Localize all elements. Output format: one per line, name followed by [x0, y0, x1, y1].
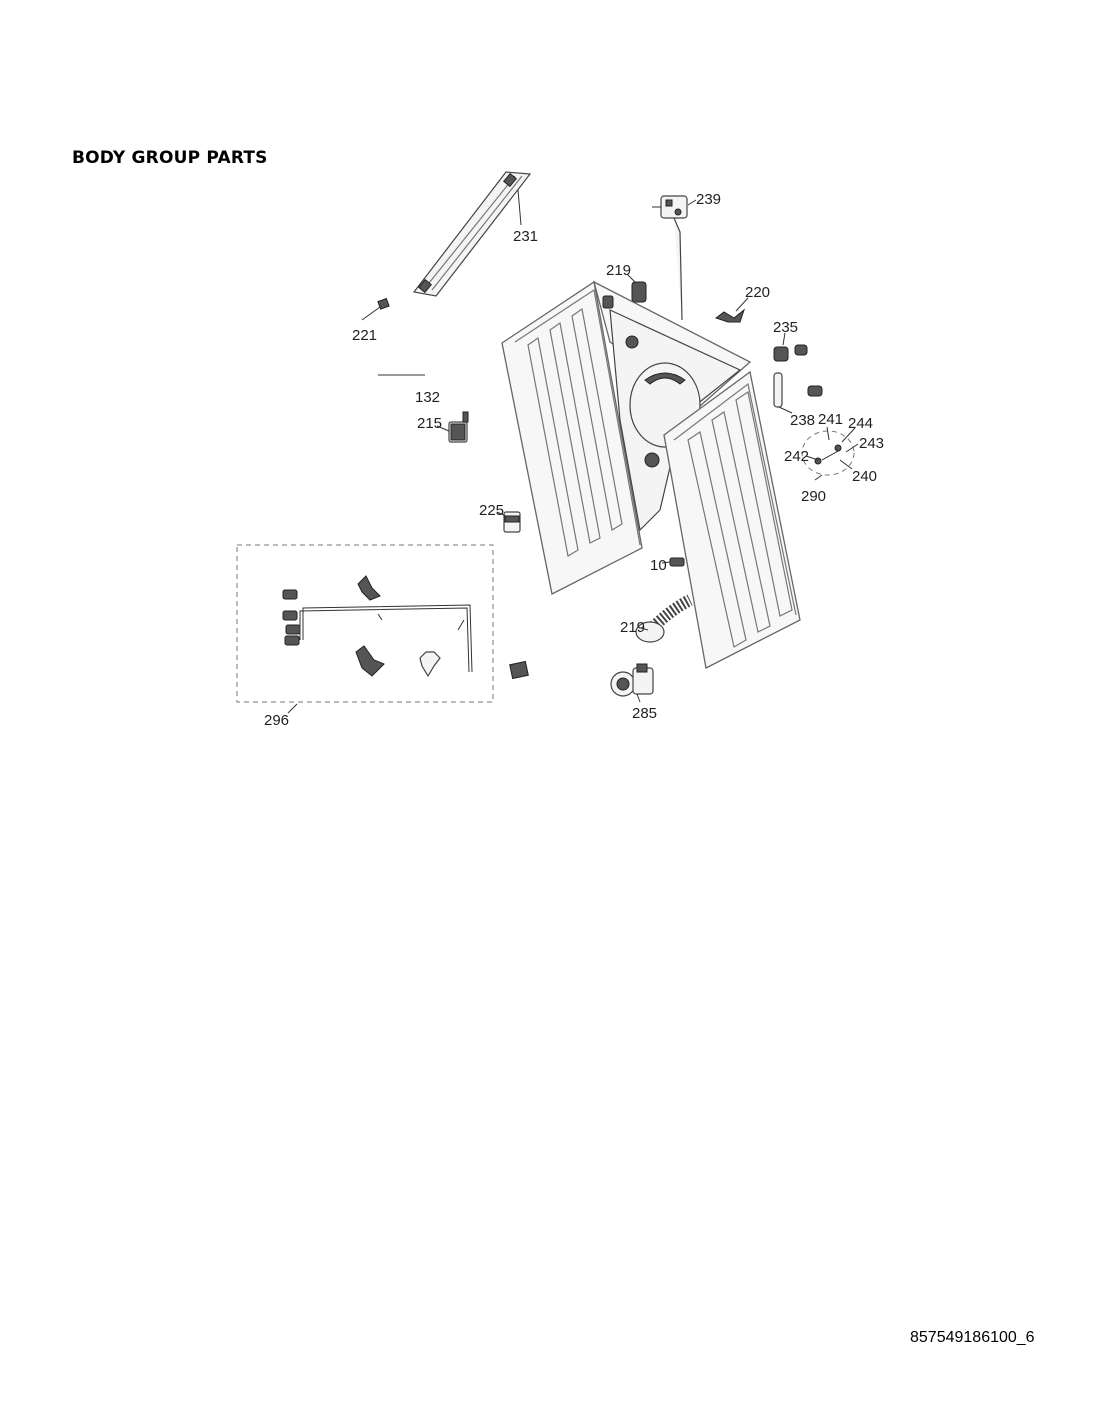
label-240: 240	[852, 468, 877, 485]
part-10-screw	[661, 557, 685, 567]
label-296: 296	[264, 712, 289, 729]
label-244: 244	[848, 415, 873, 432]
label-220: 220	[745, 284, 770, 301]
part-285-drain-pump	[610, 663, 654, 703]
label-221: 221	[352, 327, 377, 344]
document-code: 857549186100_6	[910, 1329, 1035, 1346]
part-220-bracket	[714, 297, 749, 323]
label-132: 132	[415, 389, 440, 406]
part-231-top-rail	[412, 171, 532, 297]
part-215-filter	[436, 411, 469, 443]
page-title: BODY GROUP PARTS	[72, 148, 268, 168]
part-221-clip	[361, 297, 390, 321]
part-mount-plate	[509, 660, 529, 680]
label-219-drain: 219	[620, 619, 645, 636]
part-239-power-cord	[652, 195, 697, 321]
part-235-lock	[773, 332, 808, 362]
label-243: 243	[859, 435, 884, 452]
part-219-drain-hose	[635, 594, 693, 643]
label-215: 215	[417, 415, 442, 432]
label-242: 242	[784, 448, 809, 465]
label-239: 239	[696, 191, 721, 208]
part-290-door-hinge-group	[801, 426, 859, 481]
part-296-wiring-kit	[236, 544, 494, 714]
part-219-top-hose	[626, 273, 647, 303]
label-238: 238	[790, 412, 815, 429]
label-285: 285	[632, 705, 657, 722]
label-235: 235	[773, 319, 798, 336]
label-219-top: 219	[606, 262, 631, 279]
part-225-cap	[496, 511, 521, 533]
part-238-latch	[773, 372, 823, 414]
label-241: 241	[818, 411, 843, 428]
label-225: 225	[479, 502, 504, 519]
label-290: 290	[801, 488, 826, 505]
part-cabinet-body	[501, 280, 801, 669]
label-10: 10	[650, 557, 667, 574]
label-231: 231	[513, 228, 538, 245]
